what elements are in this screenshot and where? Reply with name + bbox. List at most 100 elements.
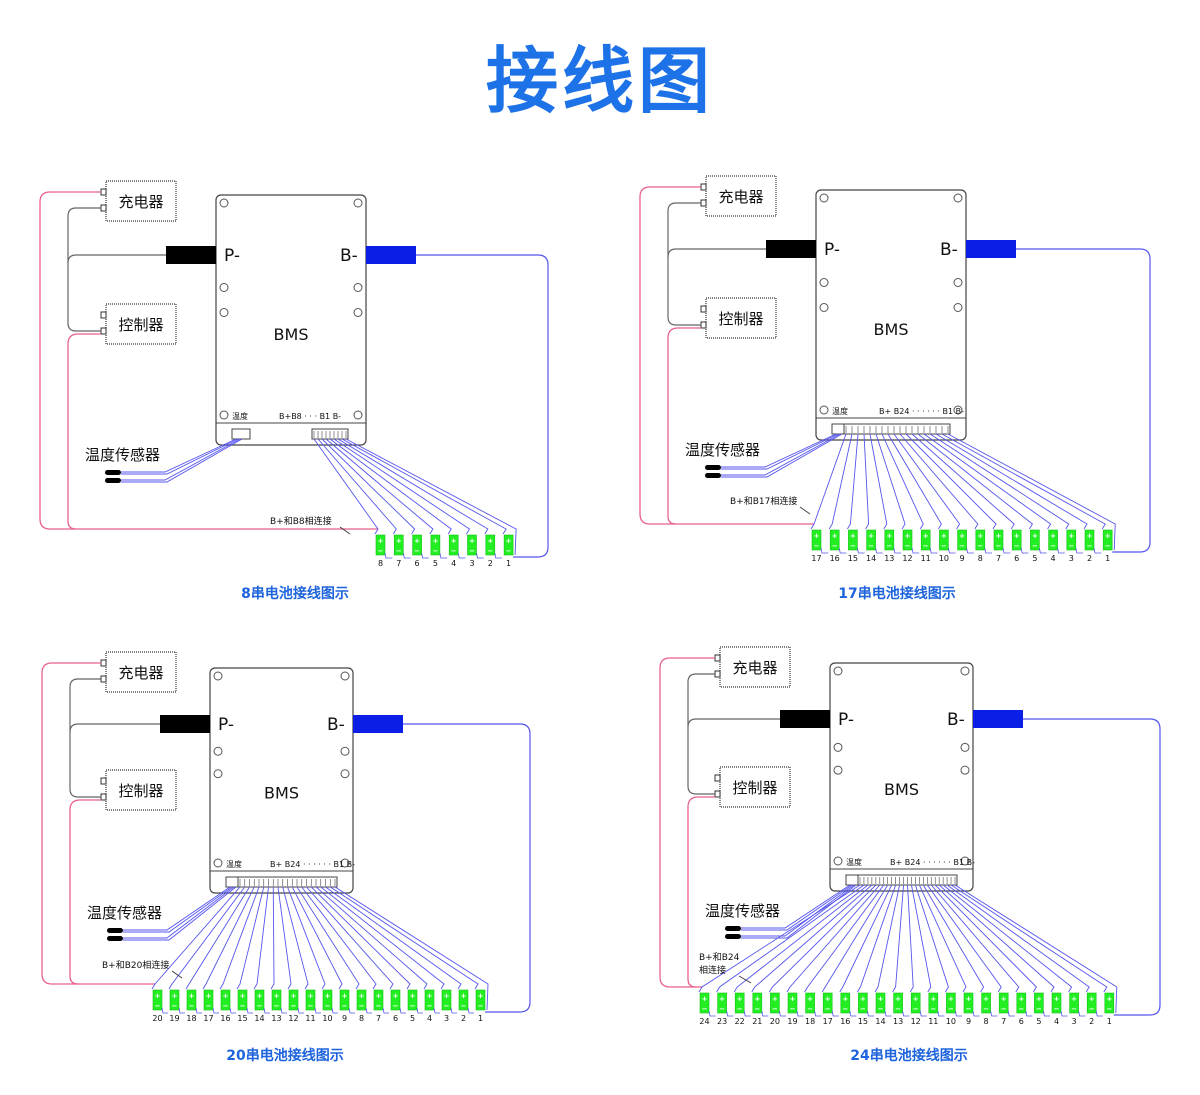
battery-cell: +−19	[787, 992, 798, 1026]
charger-positive-wire	[639, 186, 814, 525]
battery-cell-icon	[339, 989, 350, 1011]
minus-icon: −	[189, 1002, 195, 1010]
bms-label: BMS	[874, 320, 909, 339]
battery-cell-icon	[805, 992, 815, 1014]
cell-number: 9	[966, 1017, 971, 1026]
plus-icon: +	[432, 537, 438, 545]
minus-icon: −	[868, 542, 874, 550]
battery-cell: +−3	[1066, 529, 1077, 563]
battery-cell: +−7	[998, 992, 1009, 1026]
series-link-wire	[467, 1007, 474, 1014]
series-link-wire	[726, 1010, 734, 1017]
battery-cell: +−6	[412, 534, 422, 568]
balance-wire	[857, 884, 897, 993]
battery-cell: +−9	[963, 992, 974, 1026]
controller-terminal-pos	[714, 790, 721, 798]
minus-icon: −	[444, 1002, 450, 1010]
cell-number: 21	[752, 1017, 762, 1026]
mounting-hole-icon	[833, 742, 843, 752]
cell-number: 23	[717, 1017, 727, 1026]
battery-cell-icon	[734, 992, 745, 1014]
minus-icon: −	[772, 1005, 778, 1013]
battery-cell: +−16	[830, 529, 840, 563]
cell-number: 16	[830, 554, 840, 563]
series-link-wire	[365, 1007, 372, 1014]
plus-icon: +	[1032, 532, 1038, 540]
plus-icon: +	[451, 537, 457, 545]
minus-icon: −	[291, 1002, 297, 1010]
battery-cell-icon	[1104, 992, 1115, 1014]
plus-icon: +	[1068, 532, 1074, 540]
cell-number: 7	[376, 1014, 381, 1023]
battery-cell: +−12	[902, 529, 913, 563]
balance-wire	[922, 884, 985, 993]
series-link-wire	[297, 1007, 304, 1014]
charger-terminal-pos	[100, 659, 107, 667]
battery-cell: +−13	[271, 989, 282, 1023]
note-leader-line	[171, 970, 183, 979]
battery-cell-icon	[169, 989, 180, 1011]
battery-cell: +−2	[1086, 992, 1097, 1026]
balance-wire	[330, 886, 479, 990]
cell-number: 16	[840, 1017, 850, 1026]
battery-cell: +−20	[770, 992, 780, 1026]
battery-cell: +−9	[957, 529, 967, 563]
balance-wire	[804, 884, 885, 993]
cell-number: 17	[823, 1017, 833, 1026]
plus-icon: +	[223, 992, 229, 1000]
cell-number: 2	[488, 559, 493, 568]
plus-icon: +	[825, 995, 831, 1003]
cell-number: 10	[939, 554, 949, 563]
plus-icon: +	[895, 995, 901, 1003]
plus-icon: +	[1071, 995, 1077, 1003]
note-leader-line	[738, 975, 752, 984]
battery-cell: +−1	[1102, 529, 1113, 563]
cell-number: 1	[1105, 554, 1110, 563]
mounting-hole-icon	[213, 858, 223, 868]
minus-icon: −	[878, 1005, 884, 1013]
balance-wire	[954, 884, 1118, 1014]
p-minus-label: P-	[824, 240, 840, 260]
cell-number: 19	[787, 1017, 797, 1026]
balance-wire	[716, 884, 865, 993]
plus-icon: +	[878, 995, 884, 1003]
minus-icon: −	[1105, 542, 1111, 550]
charger-box	[105, 651, 177, 693]
series-link-wire	[1039, 547, 1047, 554]
connection-note: 相连接	[699, 964, 726, 976]
series-link-wire	[433, 1007, 440, 1014]
cell-number: 14	[254, 1014, 264, 1023]
mounting-hole-icon	[213, 769, 223, 779]
page-title: 接线图	[485, 39, 714, 123]
bms-label: BMS	[884, 780, 919, 799]
series-link-wire	[331, 1007, 338, 1014]
series-link-wire	[779, 1010, 786, 1017]
series-link-wire	[1057, 547, 1065, 554]
plus-icon: +	[1001, 995, 1007, 1003]
minus-icon: −	[240, 1002, 246, 1010]
b-minus-label: B-	[947, 710, 965, 730]
series-link-wire	[402, 552, 411, 559]
cell-number: 15	[237, 1014, 247, 1023]
battery-cell: +−10	[946, 992, 956, 1026]
battery-cell-icon	[1086, 992, 1097, 1014]
mounting-hole-icon	[833, 666, 843, 676]
plus-icon: +	[983, 995, 989, 1003]
minus-icon: −	[905, 542, 911, 550]
cell-number: 4	[1054, 1017, 1059, 1026]
charger-terminal-neg	[100, 675, 107, 683]
minus-icon: −	[807, 1005, 813, 1013]
battery-cell: +−18	[186, 989, 197, 1023]
battery-cell: +−5	[407, 989, 418, 1023]
minus-icon: −	[1014, 542, 1020, 550]
battery-cell: +−11	[305, 989, 316, 1023]
cell-number: 14	[866, 554, 876, 563]
battery-cell: +−3	[1069, 992, 1079, 1026]
mounting-hole-icon	[953, 193, 963, 203]
minus-icon: −	[702, 1005, 708, 1013]
b-minus-lead	[966, 240, 1016, 258]
minus-icon: −	[378, 547, 384, 555]
battery-cell-icon	[928, 992, 939, 1014]
battery-cell-icon	[375, 534, 386, 556]
minus-icon: −	[1089, 1005, 1095, 1013]
